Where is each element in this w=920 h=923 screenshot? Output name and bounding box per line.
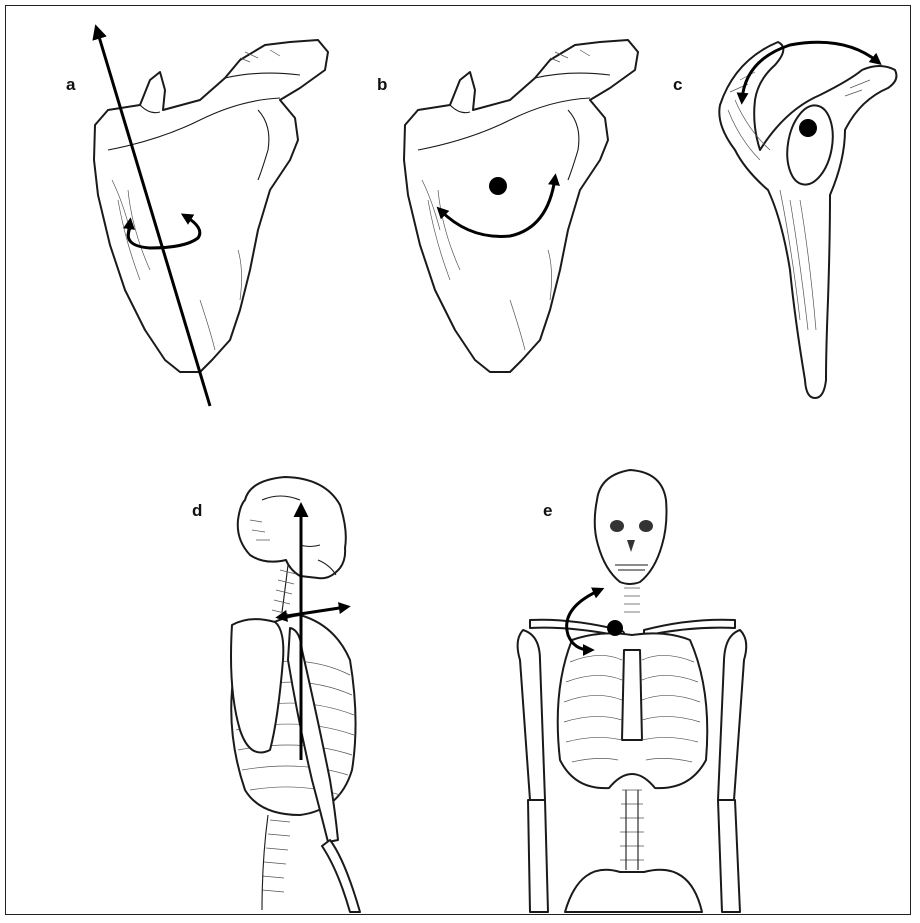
scapula-lateral-c bbox=[719, 42, 896, 398]
scapula-a bbox=[94, 40, 328, 372]
sternoclavicular-joint-dot bbox=[607, 620, 623, 636]
tilt-axis-dot bbox=[799, 119, 817, 137]
skeleton-lateral-d bbox=[231, 477, 360, 912]
horizontal-rotation-arrow bbox=[280, 607, 346, 617]
skeleton-anterior-e bbox=[518, 470, 747, 912]
rotation-center-dot bbox=[489, 177, 507, 195]
scapula-b bbox=[404, 40, 638, 372]
